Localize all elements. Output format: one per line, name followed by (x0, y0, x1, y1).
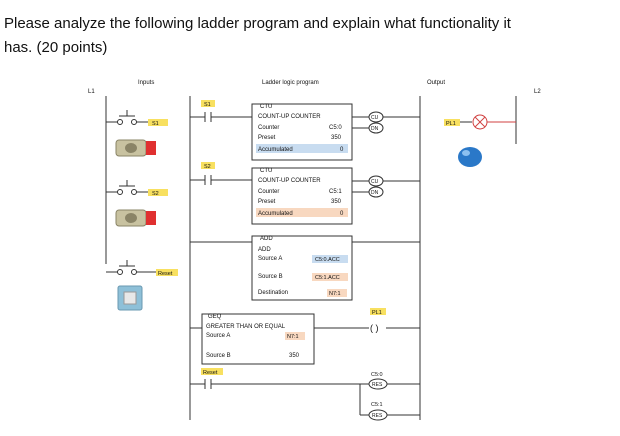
svg-text:C5:1: C5:1 (329, 189, 342, 195)
svg-text:Accumulated: Accumulated (258, 211, 293, 217)
svg-text:GREATER THAN OR EQUAL: GREATER THAN OR EQUAL (206, 324, 286, 330)
rung-2: S2 CTU COUNT-UP COUNTER Counter C5:1 Pre… (190, 162, 420, 225)
svg-text:N7:1: N7:1 (287, 334, 299, 340)
svg-text:Preset: Preset (258, 135, 276, 141)
svg-text:Reset: Reset (158, 271, 173, 277)
svg-text:DN: DN (371, 126, 379, 132)
pushbutton-s1-image (115, 139, 156, 157)
svg-text:Source A: Source A (258, 256, 282, 262)
svg-text:Accumulated: Accumulated (258, 147, 293, 153)
svg-text:C5:1: C5:1 (371, 402, 383, 408)
rung-4-geq: GEQ GREATER THAN OR EQUAL Source A N7:1 … (190, 308, 420, 365)
question-line-1: Please analyze the following ladder prog… (4, 15, 511, 32)
pushbutton-s2-image (115, 209, 156, 227)
svg-text:Source B: Source B (258, 274, 283, 280)
output-header: Output (427, 80, 445, 86)
inputs-header: Inputs (138, 80, 154, 86)
svg-text:CTU: CTU (260, 168, 272, 174)
svg-text:S2: S2 (204, 164, 211, 170)
rung-1: S1 CTU COUNT-UP COUNTER Counter C5:0 Pre… (190, 100, 420, 161)
svg-text:COUNT-UP COUNTER: COUNT-UP COUNTER (258, 178, 321, 184)
pilot-lamp-image (458, 147, 482, 167)
output-pl1: PL1 (444, 114, 516, 167)
reset-switch-image (117, 285, 143, 311)
question-line-2: has. (20 points) (4, 39, 108, 56)
svg-text:ADD: ADD (258, 247, 271, 253)
svg-text:0: 0 (340, 211, 344, 217)
svg-text:DN: DN (371, 190, 379, 196)
svg-text:350: 350 (289, 353, 300, 359)
program-header: Ladder logic program (262, 80, 319, 86)
svg-text:Source B: Source B (206, 353, 231, 359)
svg-text:Preset: Preset (258, 199, 276, 205)
svg-text:Destination: Destination (258, 290, 288, 296)
svg-text:C5:1.ACC: C5:1.ACC (315, 275, 340, 281)
rail-l2-label: L2 (534, 89, 541, 95)
svg-text:S2: S2 (152, 191, 159, 197)
svg-text:S1: S1 (152, 121, 159, 127)
svg-text:ADD: ADD (260, 236, 273, 242)
svg-text:350: 350 (331, 199, 342, 205)
svg-text:GEQ: GEQ (208, 314, 222, 320)
svg-text:Reset: Reset (203, 370, 218, 376)
svg-text:C5:0: C5:0 (329, 125, 342, 131)
svg-text:Source A: Source A (206, 333, 230, 339)
svg-text:Counter: Counter (258, 125, 279, 131)
svg-text:COUNT-UP COUNTER: COUNT-UP COUNTER (258, 114, 321, 120)
svg-text:PL1: PL1 (372, 310, 382, 316)
svg-text:N7:1: N7:1 (329, 291, 341, 297)
svg-text:CU: CU (371, 115, 379, 121)
svg-text:RES: RES (372, 413, 383, 419)
input-s2: S2 (106, 180, 168, 227)
svg-text:PL1: PL1 (446, 121, 456, 127)
input-s1: S1 (106, 110, 168, 157)
svg-text:C5:0: C5:0 (371, 372, 383, 378)
svg-text:CU: CU (371, 179, 379, 185)
svg-text:S1: S1 (204, 102, 211, 108)
svg-text:0: 0 (340, 147, 344, 153)
svg-text:350: 350 (331, 135, 342, 141)
svg-text:RES: RES (372, 382, 383, 388)
output-coil-pl1: ( ) (370, 323, 379, 333)
rung-3-add: ADD ADD Source A C5:0.ACC Source B C5:1.… (190, 235, 420, 301)
svg-text:CTU: CTU (260, 104, 272, 110)
svg-text:Counter: Counter (258, 189, 279, 195)
rung-5-reset: Reset C5:0 RES C5:1 RES (190, 368, 420, 421)
rail-l1-label: L1 (88, 89, 95, 95)
input-reset: Reset (106, 260, 178, 311)
svg-text:C5:0.ACC: C5:0.ACC (315, 257, 340, 263)
